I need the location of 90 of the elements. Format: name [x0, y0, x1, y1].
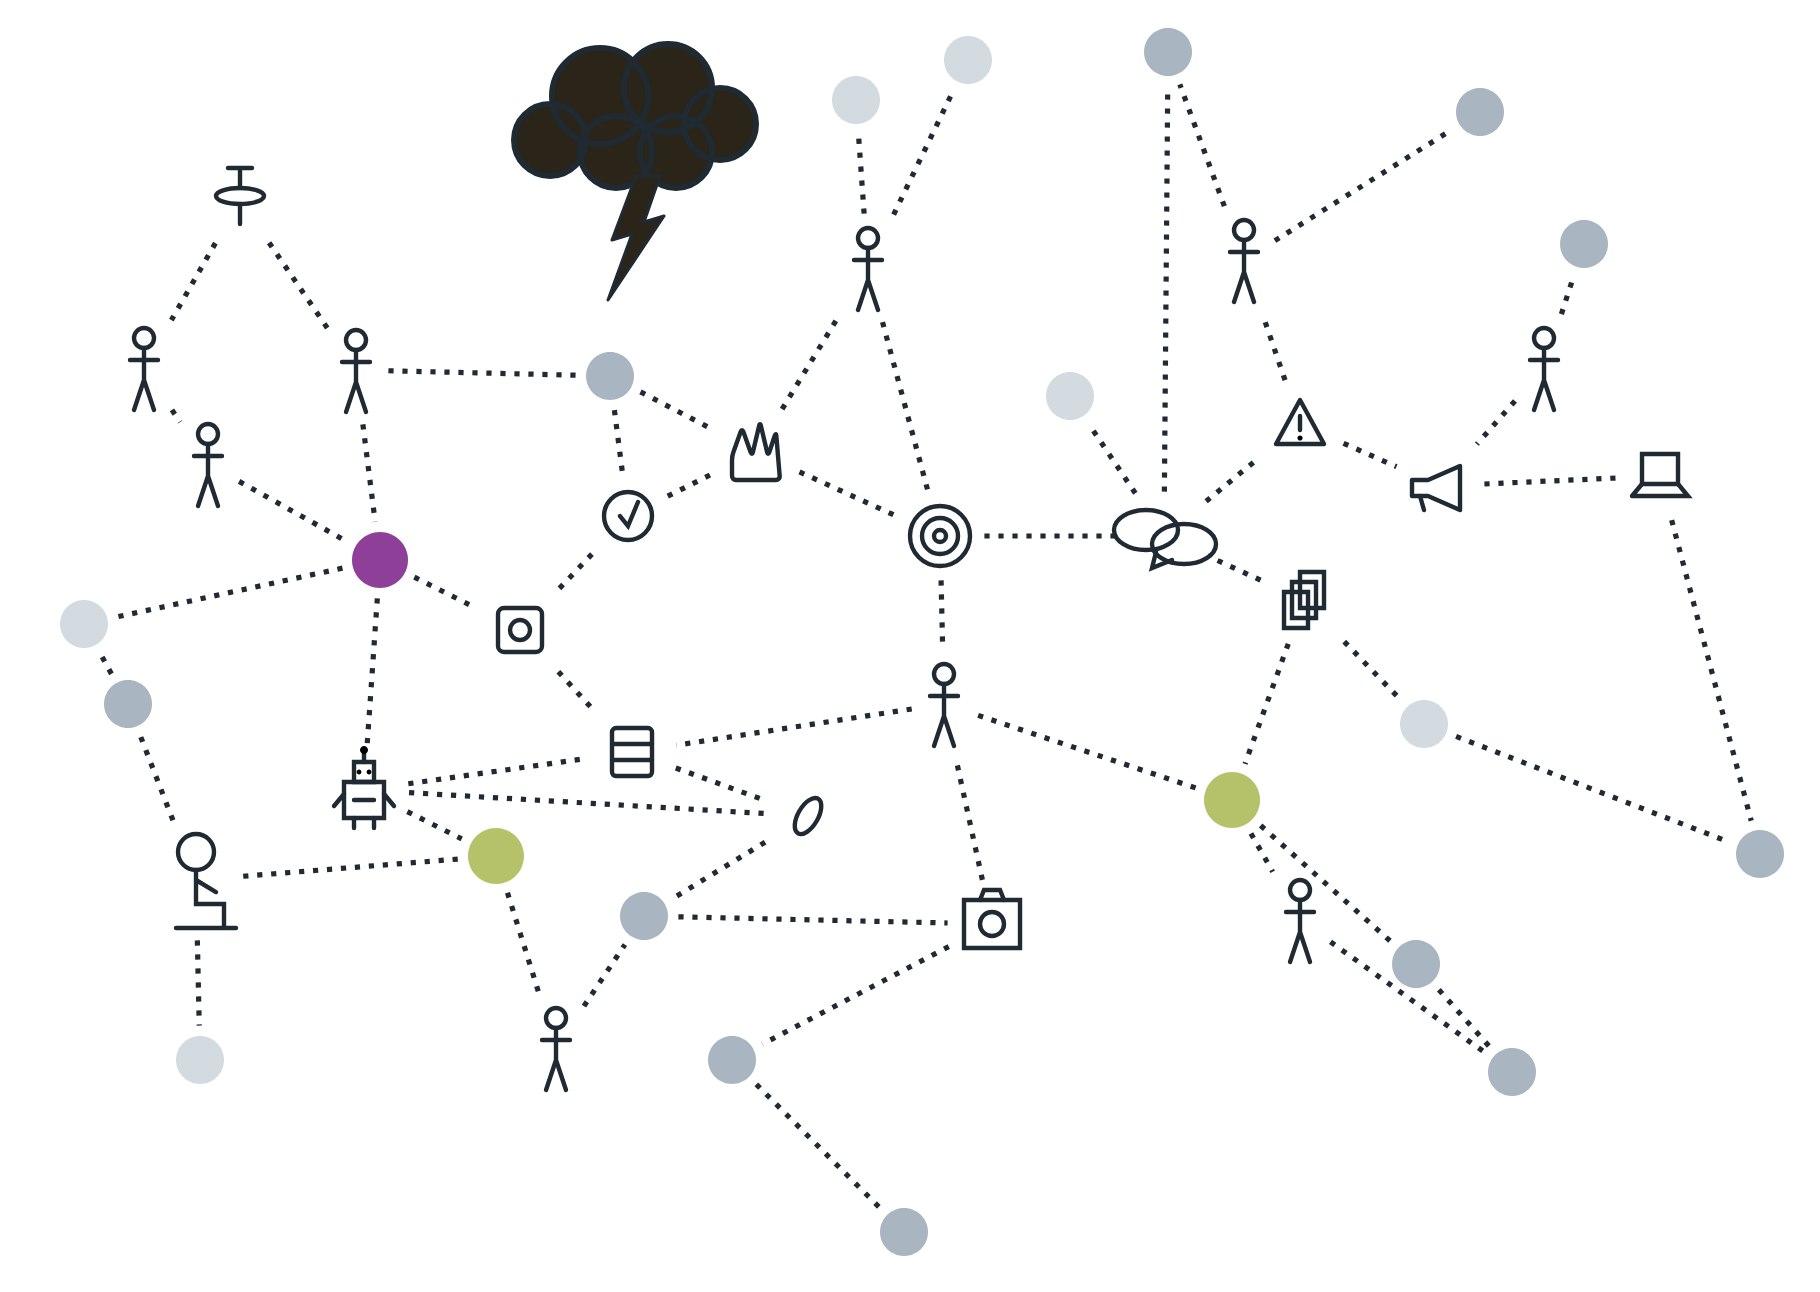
- dotted-path: [1436, 988, 1492, 1049]
- dotted-path: [1242, 642, 1291, 765]
- dotted-path: [242, 856, 458, 879]
- person-figure: [1283, 877, 1317, 965]
- dotted-path: [169, 241, 218, 322]
- dotted-path: [117, 565, 344, 620]
- dot: [1488, 1048, 1536, 1096]
- megaphone-icon: [1409, 463, 1463, 513]
- dot: [1560, 220, 1608, 268]
- dotted-path: [581, 943, 628, 1008]
- storm-cloud-drawing: [511, 41, 759, 302]
- dotted-path: [855, 134, 867, 214]
- dotted-path: [408, 790, 764, 816]
- dotted-path: [880, 321, 931, 494]
- dot: [1736, 830, 1784, 878]
- person-figure: [127, 325, 161, 413]
- dot: [1400, 700, 1448, 748]
- person-figure: [927, 661, 961, 749]
- dotted-path: [237, 479, 348, 544]
- camera-icon: [961, 887, 1023, 951]
- person-figure: [1227, 217, 1261, 305]
- database-icon: [609, 725, 655, 779]
- speech-bubbles-icon: [1111, 507, 1219, 572]
- documents-icon: [1281, 569, 1327, 631]
- dotted-path: [98, 652, 114, 676]
- person-figure: [539, 1005, 573, 1093]
- clock-icon: [601, 489, 655, 543]
- dot: [620, 892, 668, 940]
- dotted-path: [975, 712, 1197, 791]
- lamp-icon: [213, 165, 267, 227]
- dot: [1456, 88, 1504, 136]
- hand-icon: [729, 422, 782, 483]
- dotted-path: [1206, 553, 1262, 583]
- dotted-path: [678, 914, 948, 926]
- dot: [880, 1208, 928, 1256]
- dot: [104, 680, 152, 728]
- person-figure: [851, 225, 885, 313]
- dotted-path: [388, 368, 576, 378]
- dotted-path: [891, 89, 956, 216]
- dot: [468, 828, 524, 884]
- dotted-path: [672, 839, 767, 901]
- person-figure: [1527, 325, 1561, 413]
- robot-icon: [331, 746, 397, 831]
- dotted-path: [1087, 423, 1138, 495]
- dotted-path: [364, 598, 380, 746]
- dotted-path: [1474, 399, 1517, 446]
- dot: [1144, 28, 1192, 76]
- ring-icon: [792, 795, 824, 837]
- dotted-path: [754, 1082, 882, 1210]
- dot: [60, 600, 108, 648]
- dot: [176, 1036, 224, 1084]
- dotted-path: [984, 533, 1120, 539]
- dotted-path: [1258, 823, 1393, 944]
- dotted-path: [504, 891, 542, 995]
- person-figure: [191, 421, 225, 509]
- dotted-path: [611, 409, 625, 473]
- dotted-path: [666, 471, 714, 499]
- dotted-path: [556, 670, 596, 712]
- dotted-path: [674, 765, 766, 803]
- warning-icon: [1273, 397, 1327, 447]
- dot: [586, 352, 634, 400]
- dotted-path: [1329, 939, 1486, 1055]
- dot: [1046, 372, 1094, 420]
- dotted-path: [194, 940, 202, 1026]
- dot: [1392, 940, 1440, 988]
- dot: [1204, 772, 1260, 828]
- dotted-path: [360, 424, 378, 523]
- laptop-icon: [1629, 451, 1693, 499]
- dot: [832, 76, 880, 124]
- dotted-path: [1669, 519, 1754, 822]
- dotted-path: [639, 389, 714, 432]
- target-icon: [907, 503, 973, 569]
- dotted-path: [266, 241, 331, 331]
- dot: [352, 532, 408, 588]
- dotted-path: [1248, 832, 1275, 874]
- dotted-path: [137, 735, 176, 822]
- photo-icon: [495, 605, 545, 655]
- dotted-path: [1204, 456, 1260, 504]
- person-figure: [339, 327, 373, 415]
- dotted-path: [1342, 440, 1398, 470]
- dot: [708, 1036, 756, 1084]
- dotted-path: [1455, 734, 1729, 845]
- dotted-path: [675, 706, 913, 748]
- dotted-path: [406, 809, 463, 842]
- dotted-path: [1342, 639, 1402, 702]
- dotted-path: [1484, 475, 1616, 487]
- dotted-path: [169, 408, 183, 424]
- dotted-path: [1177, 83, 1227, 208]
- sitting-person-figure: [173, 831, 239, 931]
- dot: [944, 36, 992, 84]
